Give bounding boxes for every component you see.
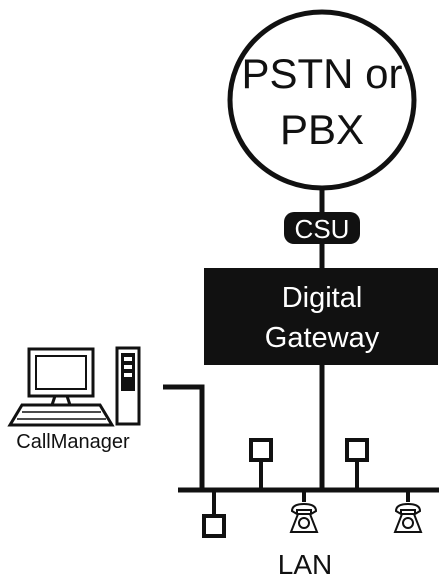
host-icon bbox=[345, 438, 369, 462]
csu-label: CSU bbox=[295, 214, 350, 244]
callmanager-link bbox=[163, 384, 205, 490]
phone-dial bbox=[402, 517, 414, 529]
ip-phone-left bbox=[289, 490, 319, 533]
host-icon bbox=[202, 514, 226, 538]
pstn-pbx-cloud: PSTN or PBX bbox=[227, 9, 417, 191]
tower-drive-bay bbox=[121, 353, 135, 391]
cloud-label-line1: PSTN or bbox=[241, 50, 402, 97]
ip-phone-right bbox=[393, 490, 423, 533]
digital-gateway: Digital Gateway bbox=[204, 268, 438, 365]
phone-handset bbox=[394, 502, 422, 516]
csu-node: CSU bbox=[284, 212, 360, 244]
lan-host-upper-right bbox=[345, 438, 369, 490]
callmanager-computer: CallManager bbox=[7, 346, 141, 453]
gateway-label-line2: Gateway bbox=[265, 322, 380, 354]
monitor-screen bbox=[35, 355, 87, 390]
gateway-box bbox=[204, 268, 438, 365]
cloud-label-line2: PBX bbox=[280, 106, 364, 153]
tower-drive-slot-3 bbox=[124, 373, 132, 377]
phone-dial bbox=[298, 517, 310, 529]
callmanager-label: CallManager bbox=[16, 431, 130, 453]
lan-host-upper-left bbox=[249, 438, 273, 490]
lan-label: LAN bbox=[278, 549, 332, 580]
keyboard-icon bbox=[7, 403, 115, 427]
tower-drive-slot-2 bbox=[124, 365, 132, 369]
host-icon bbox=[249, 438, 273, 462]
cloud-ellipse bbox=[227, 9, 417, 191]
phone-handset bbox=[290, 502, 318, 516]
gateway-label-line1: Digital bbox=[282, 282, 363, 314]
tower-drive-slot bbox=[124, 357, 132, 361]
lan-host-lower bbox=[202, 490, 226, 538]
csu-box bbox=[284, 212, 360, 244]
